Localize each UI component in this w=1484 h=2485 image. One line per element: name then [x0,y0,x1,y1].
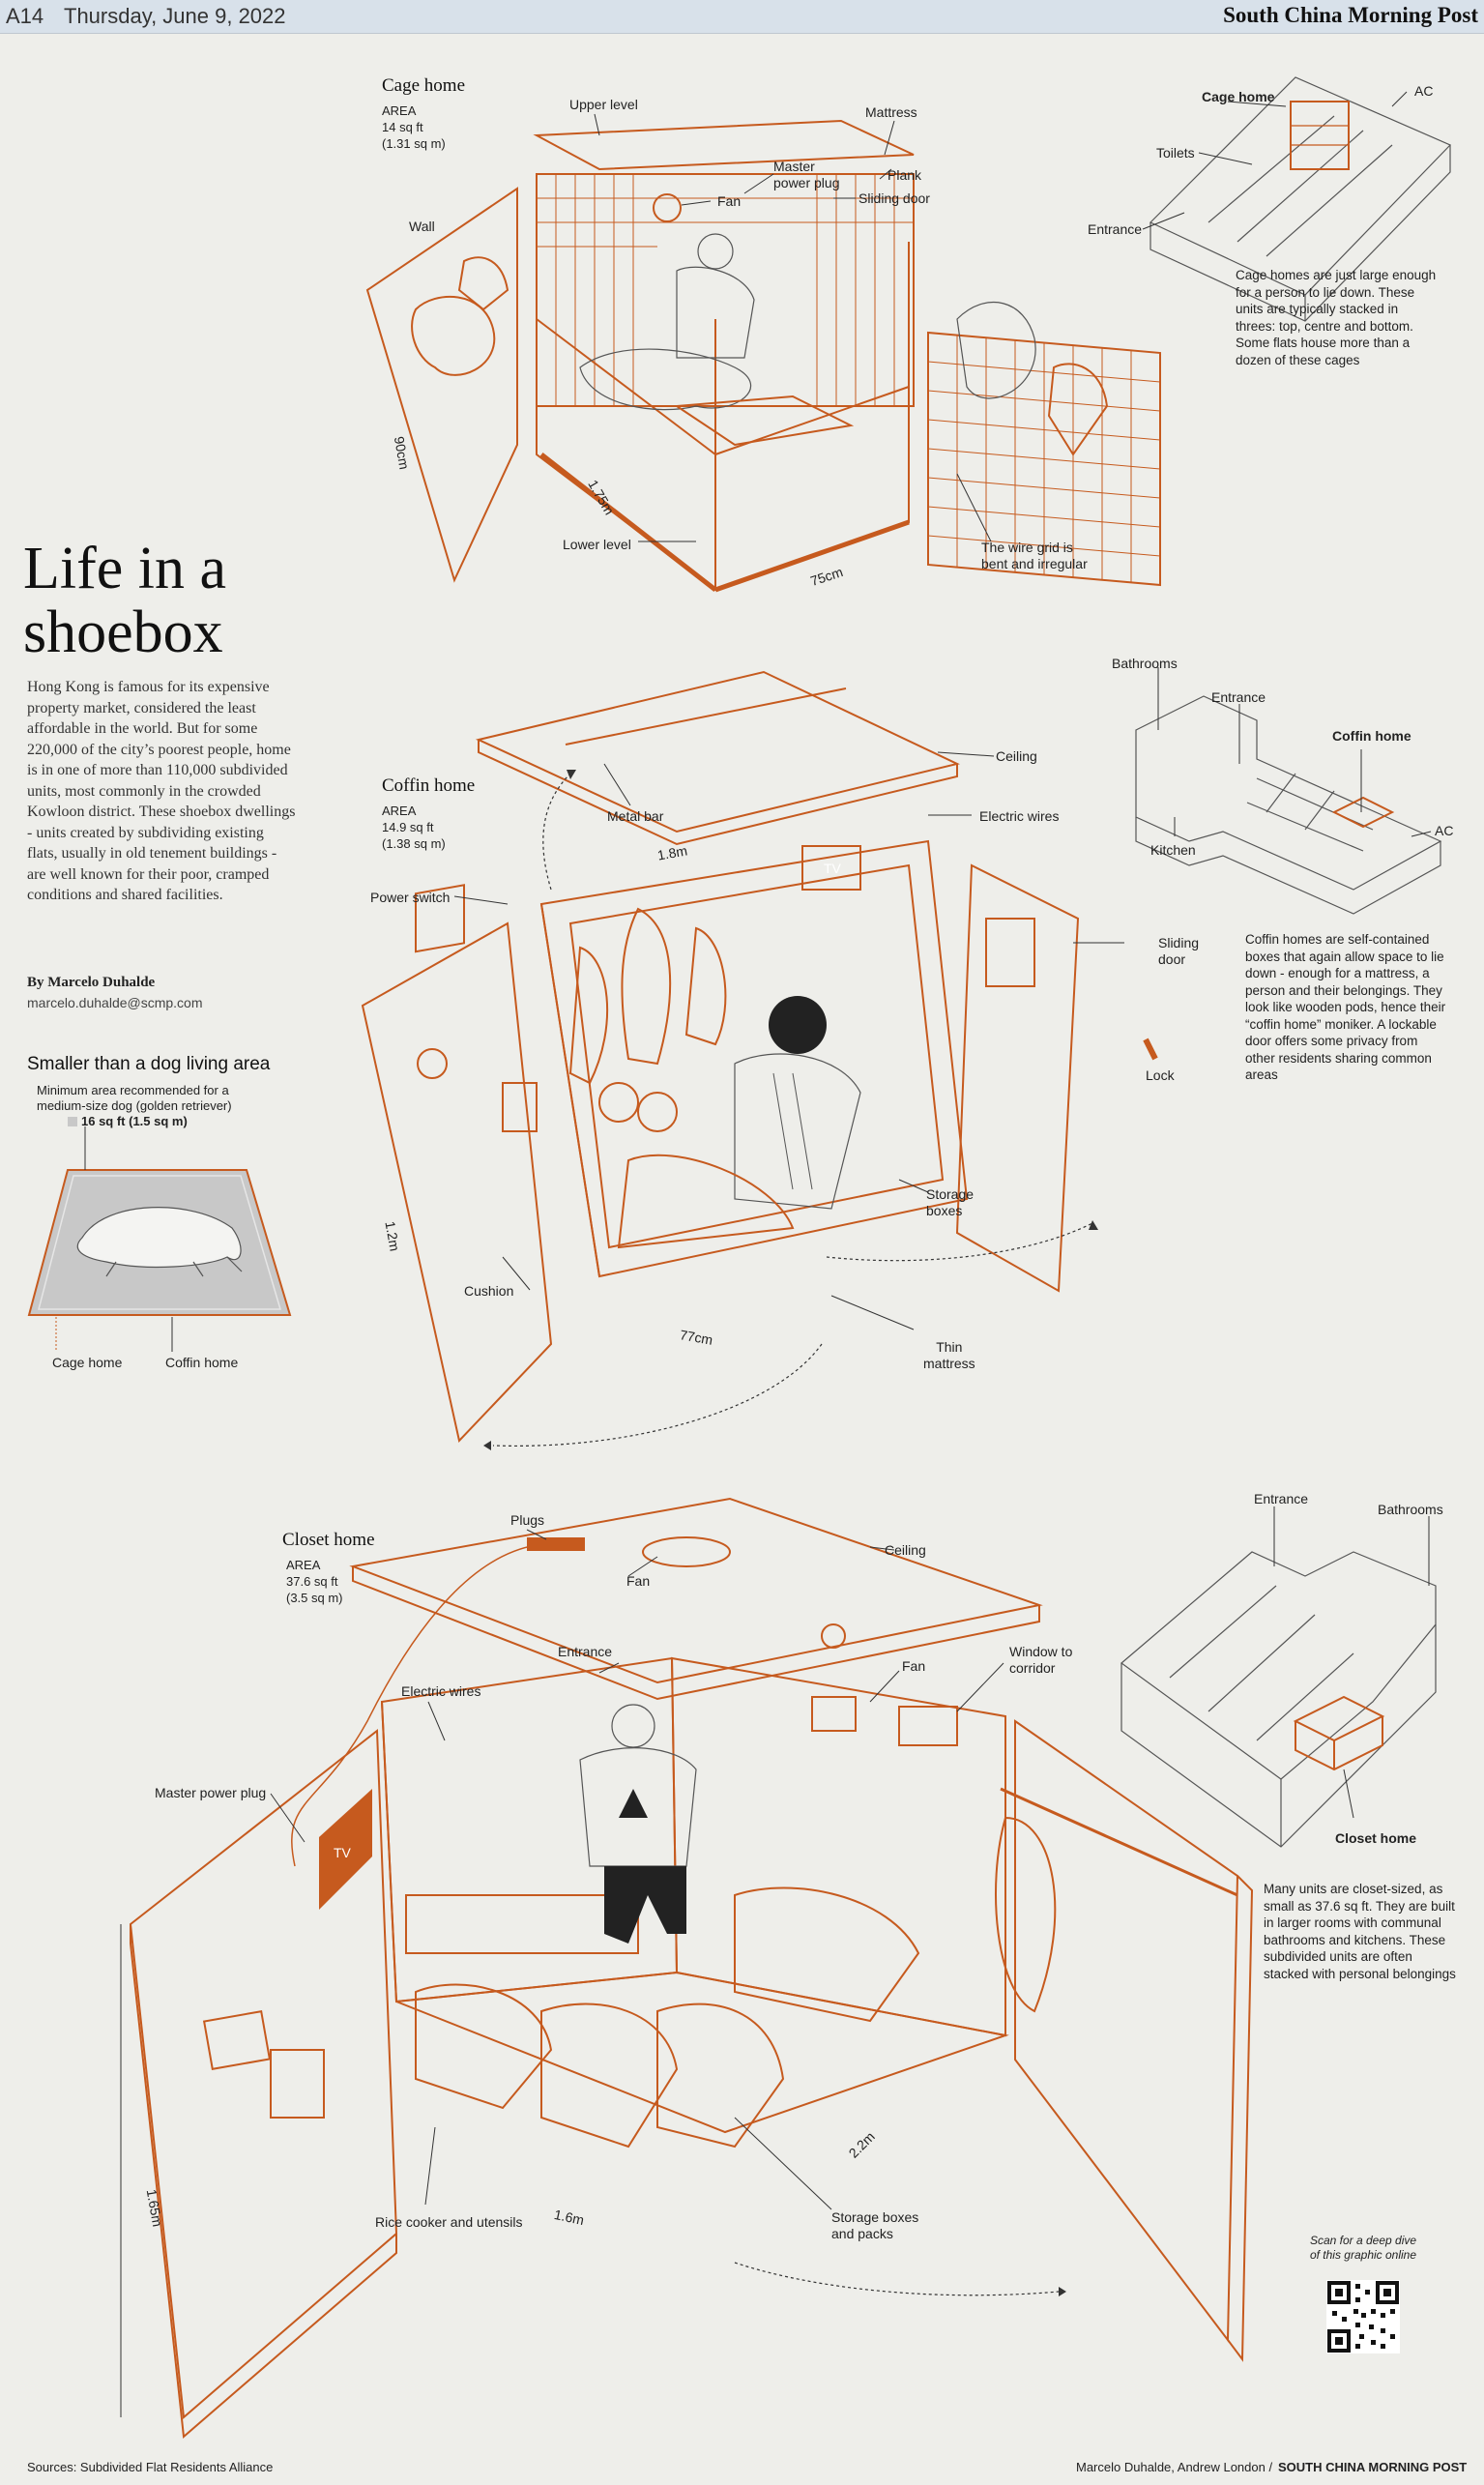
closet-label-wires: Electric wires [401,1683,481,1699]
coffin-label-ceiling: Ceiling [996,748,1037,764]
coffin-label-switch: Power switch [370,890,451,905]
coffin-label-sliding: Sliding door [1158,935,1200,967]
cage-plan-ac: AC [1414,83,1434,99]
coffin-area-label: AREA [382,804,417,818]
closet-area-label: AREA [286,1558,321,1572]
coffin-plan-kitchen: Kitchen [1150,842,1196,858]
qr-caption: Scan for a deep dive of this graphic onl… [1309,2234,1417,2262]
dog-area: 16 sq ft (1.5 sq m) [81,1114,188,1128]
cage-label-upper: Upper level [569,97,638,112]
coffin-label-lock: Lock [1146,1067,1175,1083]
cage-plan-entrance: Entrance [1088,221,1143,237]
footer-credits: Marcelo Duhalde, Andrew London / [1076,2460,1273,2474]
cage-dim-depth: 1.75m [585,477,618,518]
cage-label-plug: Master power plug [773,159,840,190]
coffin-plan-bathrooms: Bathrooms [1112,656,1178,671]
closet-label-fan-top: Fan [626,1573,651,1589]
cage-dim-height: 90cm [391,435,413,471]
coffin-area-ft: 14.9 sq ft [382,820,434,834]
headline: Life in a shoebox [23,537,226,664]
closet-label-tv: TV [334,1845,351,1860]
coffin-label-bar: Metal bar [607,808,664,824]
byline-email[interactable]: marcelo.duhalde@scmp.com [27,995,203,1010]
cage-label-plank: Plank [887,167,922,183]
closet-plan-bathrooms: Bathrooms [1378,1502,1443,1517]
cage-plan-title: Cage home [1202,89,1275,104]
page-number: A14 [6,4,44,28]
closet-label-storage: Storage boxes and packs [831,2209,919,2241]
coffin-label-wires: Electric wires [979,808,1060,824]
qr-code[interactable] [1326,2280,1400,2353]
closet-label-ceiling: Ceiling [885,1542,926,1558]
cage-dim-width: 75cm [808,564,845,589]
coffin-plan-ac: AC [1435,823,1454,838]
dog-box-subtitle: Minimum area recommended for a medium-si… [37,1083,232,1113]
closet-dim-depth: 2.2m [845,2128,878,2161]
closet-label-master: Master power plug [155,1785,267,1800]
closet-dim-height: 1.65m [143,2187,166,2228]
cage-title: Cage home [382,75,466,96]
cage-label-wall: Wall [409,219,435,234]
cage-label-fan: Fan [717,193,742,209]
cage-label-lower: Lower level [563,537,631,552]
closet-label-entrance: Entrance [558,1644,613,1659]
cage-area-label: AREA [382,103,417,118]
cage-area: AREA 14 sq ft (1.31 sq m) [382,102,446,152]
headline-line-1: Life in a [23,536,227,601]
cage-label-grid: The wire grid is bent and irregular [981,540,1088,571]
footer-sources: Sources: Subdivided Flat Residents Allia… [27,2460,274,2474]
closet-plan-title: Closet home [1335,1830,1417,1846]
closet-label-window: Window to corridor [1009,1644,1073,1676]
page-date: Thursday, June 9, 2022 [64,4,286,28]
coffin-note: Coffin homes are self-contained boxes th… [1245,932,1446,1082]
closet-label-plugs: Plugs [510,1512,545,1528]
coffin-title: Coffin home [382,775,476,796]
coffin-area-m: (1.38 sq m) [382,836,446,851]
cage-area-m: (1.31 sq m) [382,136,446,151]
footer-brand: SOUTH CHINA MORNING POST [1278,2460,1468,2474]
closet-area-m: (3.5 sq m) [286,1591,343,1605]
intro-text: Hong Kong is famous for its expensive pr… [27,679,296,903]
dog-box-title: Smaller than a dog living area [27,1054,271,1074]
coffin-area: AREA 14.9 sq ft (1.38 sq m) [382,803,446,852]
coffin-dim-height: 1.2m [382,1219,403,1253]
dog-legend-swatch [68,1117,77,1126]
closet-note: Many units are closet-sized, as small as… [1264,1882,1456,1981]
cage-label-mattress: Mattress [865,104,917,120]
dog-coffin-label: Coffin home [165,1355,239,1370]
closet-label-fan: Fan [902,1658,926,1674]
headline-line-2: shoebox [23,599,223,665]
cage-plan-toilets: Toilets [1156,145,1195,161]
closet-plan-entrance: Entrance [1254,1491,1309,1506]
coffin-label-cushion: Cushion [464,1283,514,1299]
coffin-label-mattress: Thin mattress [923,1339,975,1371]
closet-title: Closet home [282,1530,375,1550]
cage-note: Cage homes are just large enough for a p… [1236,268,1437,367]
byline-author: By Marcelo Duhalde [27,975,156,990]
cage-label-door: Sliding door [858,190,930,206]
closet-area-ft: 37.6 sq ft [286,1574,338,1589]
coffin-dim-width: 77cm [678,1327,714,1348]
coffin-plan-title: Coffin home [1332,728,1411,744]
page-header: A14 Thursday, June 9, 2022 South China M… [0,0,1484,34]
coffin-label-tv: TV [824,861,841,876]
coffin-plan-entrance: Entrance [1211,689,1266,705]
coffin-dim-length: 1.8m [655,842,689,863]
cage-area-ft: 14 sq ft [382,120,423,134]
closet-area: AREA 37.6 sq ft (3.5 sq m) [286,1557,343,1606]
closet-dim-width: 1.6m [552,2206,586,2229]
coffin-label-storage: Storage boxes [926,1186,975,1218]
masthead: South China Morning Post [1223,3,1478,27]
dog-cage-label: Cage home [52,1355,123,1370]
closet-label-rice: Rice cooker and utensils [375,2214,523,2230]
